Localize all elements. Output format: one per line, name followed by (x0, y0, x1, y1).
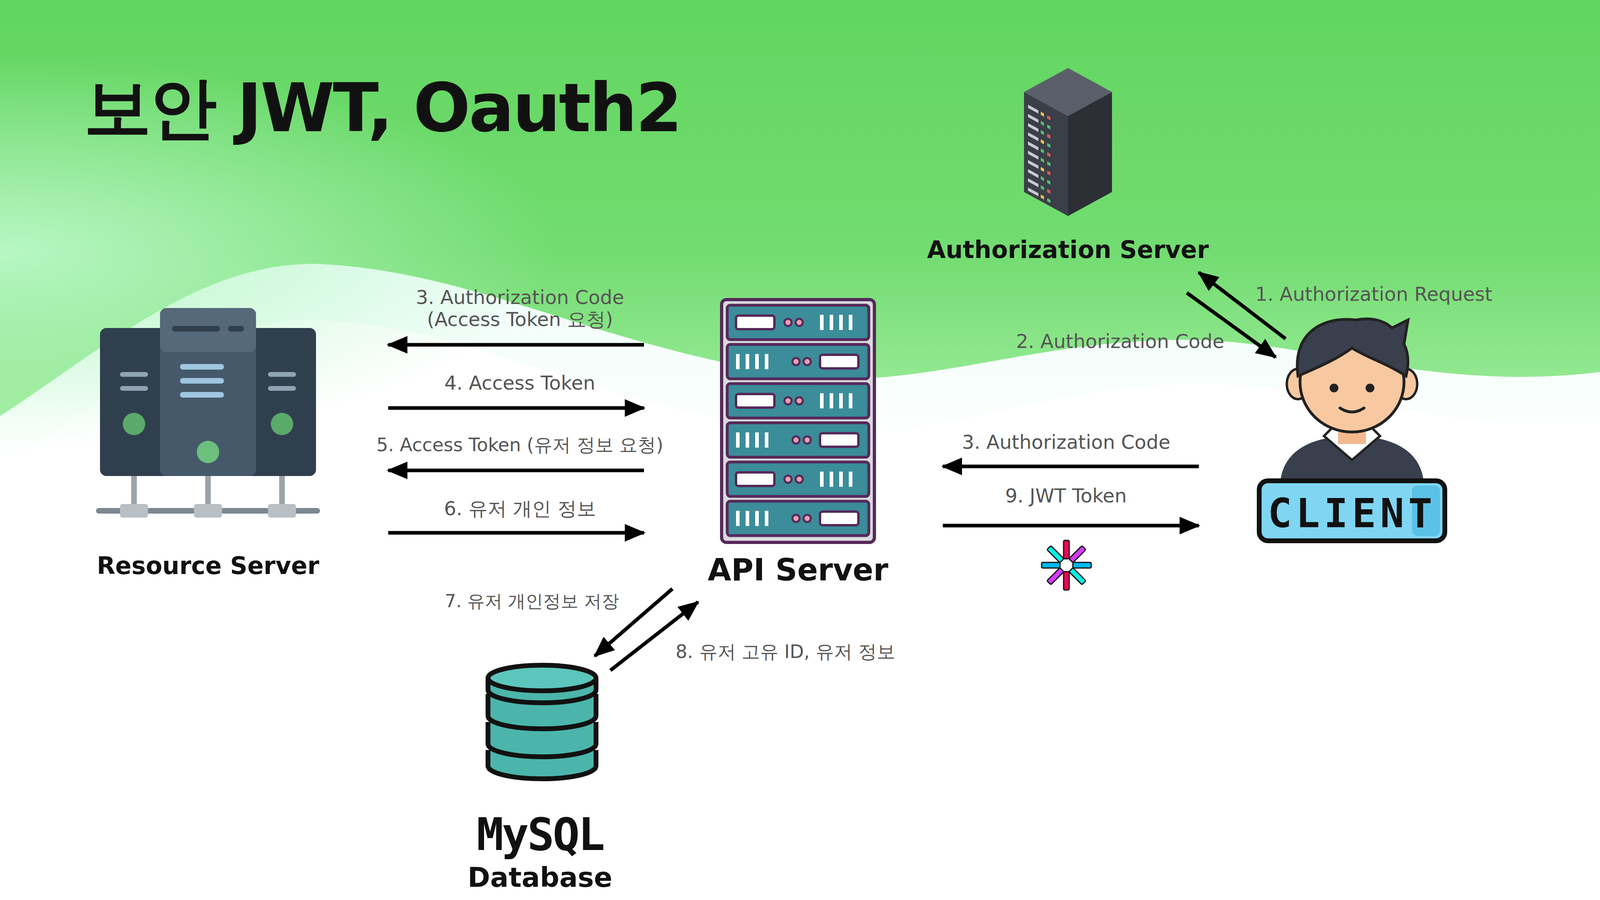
server-rack-icon (96, 308, 320, 524)
database-node: MySQLDatabase (460, 660, 620, 894)
edge-label: 3. Authorization Code (962, 431, 1171, 454)
server-cabinet-icon (720, 298, 876, 544)
node-label: MySQL (476, 807, 604, 862)
server-node: API Server (702, 296, 894, 588)
server-node: Authorization Server (922, 68, 1214, 264)
edge-label: 9. JWT Token (1005, 484, 1127, 507)
edge-label: 6. 유저 개인 정보 (444, 497, 596, 520)
database-cylinder-icon (484, 662, 600, 782)
jwt-logo (1039, 538, 1094, 593)
node-label: Database (467, 861, 613, 894)
edge-label: 7. 유저 개인정보 저장 (444, 591, 620, 612)
edge-label: 4. Access Token (444, 372, 596, 394)
node-label: CLIENT (1267, 489, 1436, 538)
server-tower-icon (1016, 68, 1120, 220)
edge-label: 1. Authorization Request (1255, 283, 1493, 306)
edge-label: 2. Authorization Code (1016, 330, 1225, 353)
node-label: Authorization Server (927, 235, 1209, 264)
node-label: API Server (707, 551, 889, 588)
arrow-connector (942, 464, 1199, 469)
arrow-connector (388, 468, 645, 473)
arrow-connector (942, 524, 1199, 528)
arrow-connector (388, 531, 645, 535)
arrow-connector (388, 343, 645, 347)
client-node: CLIENT (1248, 312, 1456, 544)
page-title: 보안 JWT, Oauth2 (84, 68, 681, 149)
edge-label: 8. 유저 고유 ID, 유저 정보 (675, 641, 896, 663)
node-label: Resource Server (96, 551, 320, 580)
arrow-connector (1198, 272, 1286, 339)
edge-label: 5. Access Token (유저 정보 요청) (376, 434, 664, 456)
edge-label: 3. Authorization Code (Access Token 요청) (392, 286, 648, 331)
server-node: Resource Server (92, 304, 325, 580)
arrow-connector (388, 406, 645, 410)
